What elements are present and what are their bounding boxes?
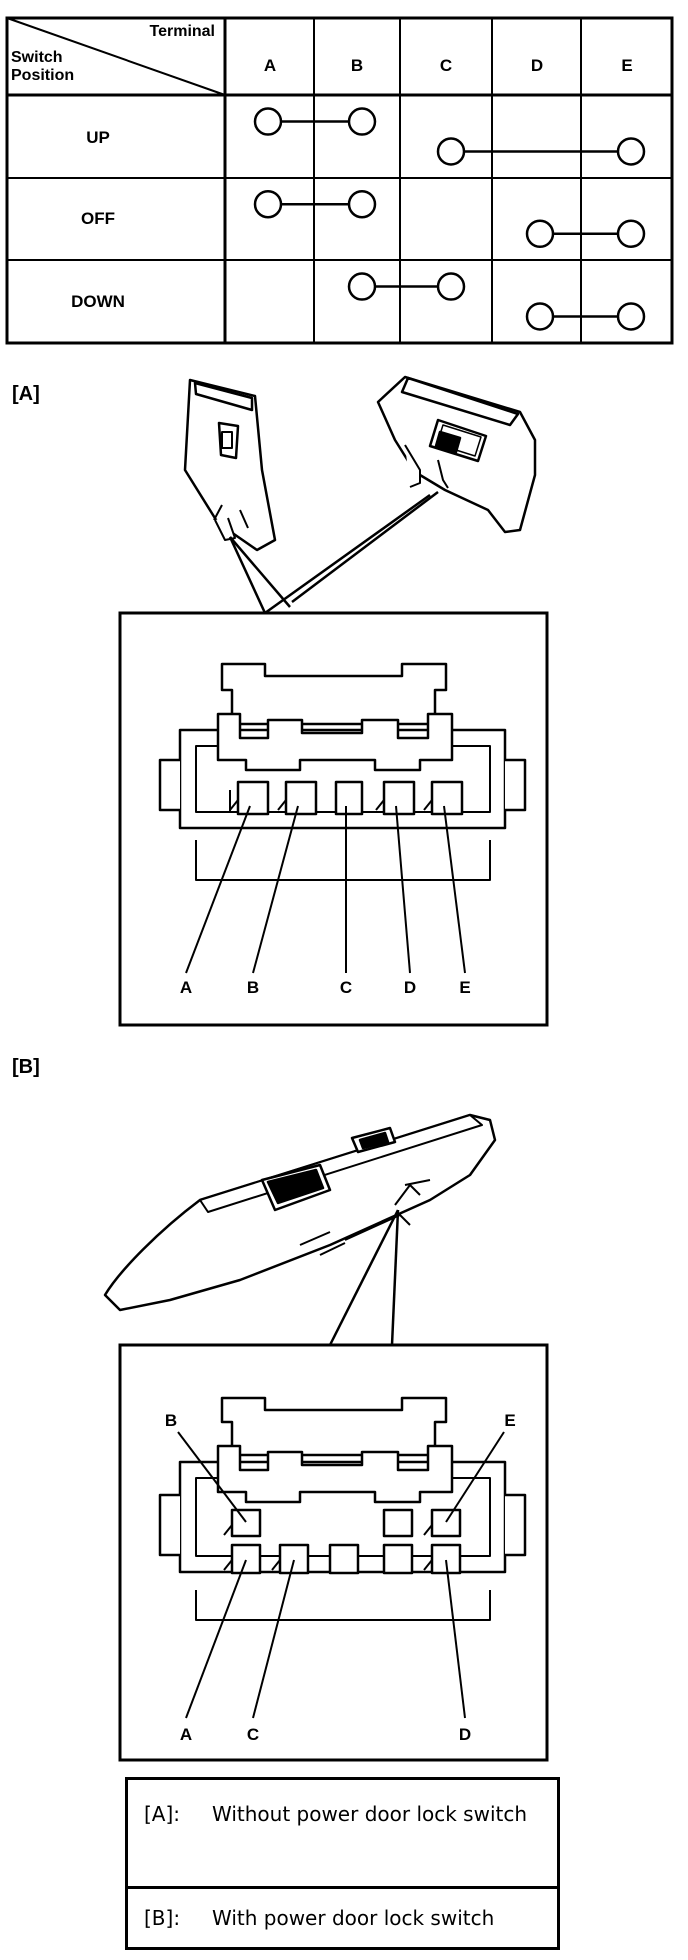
legend-row-b: [B]: With power door lock switch: [128, 1886, 557, 1950]
column-header-d: D: [531, 56, 543, 75]
legend-code-a: [A]:: [144, 1802, 181, 1826]
view-a-pin-d: D: [404, 978, 416, 997]
column-headers: A B C D E: [264, 56, 633, 75]
view-a-switches: [183, 375, 537, 552]
column-header-b: B: [351, 56, 363, 75]
header-position: Position: [11, 67, 74, 84]
continuity-terminal-off-a: [253, 189, 283, 219]
view-a-pin-labels: A B C D E: [180, 978, 471, 997]
continuity-terminal-down-d: [525, 302, 555, 331]
view-a-pin-a: A: [180, 978, 192, 997]
continuity-terminal-up-c: [436, 137, 466, 166]
view-b-pin-a: A: [180, 1725, 192, 1744]
column-header-e: E: [621, 56, 632, 75]
continuity-terminal-down-b: [347, 272, 377, 301]
column-header-c: C: [440, 56, 452, 75]
view-a-tag: [A]: [12, 383, 40, 405]
row-label-off: OFF: [81, 209, 115, 228]
continuity-terminal-down-c: [436, 272, 466, 301]
continuity-terminal-up-e: [616, 137, 646, 166]
view-a-pin-e: E: [459, 978, 470, 997]
continuity-connections: [253, 107, 646, 331]
legend-code-b: [B]:: [144, 1906, 181, 1930]
view-a-pin-b: B: [247, 978, 259, 997]
continuity-table: [5, 16, 674, 345]
row-label-up: UP: [86, 128, 110, 147]
view-b-connector: [158, 1396, 527, 1621]
continuity-terminal-off-b: [347, 189, 377, 219]
view-a-leaders: [228, 491, 439, 615]
view-b-tag: [B]: [12, 1056, 40, 1078]
view-b-pin-e: E: [504, 1411, 515, 1430]
view-b-leaders: [328, 1209, 400, 1346]
view-b-pin-d: D: [459, 1725, 471, 1744]
row-label-down: DOWN: [71, 292, 125, 311]
row-labels: UP OFF DOWN: [71, 128, 125, 311]
view-b-pin-c: C: [247, 1725, 259, 1744]
legend-text-a: Without power door lock switch: [212, 1802, 528, 1826]
view-a-pin-c: C: [340, 978, 352, 997]
continuity-terminal-off-d: [525, 219, 555, 249]
continuity-terminal-up-a: [253, 107, 283, 136]
continuity-terminal-up-b: [347, 107, 377, 136]
header-switch: Switch: [11, 49, 63, 66]
legend-row-a: [A]: Without power door lock switch: [128, 1780, 557, 1889]
column-header-a: A: [264, 56, 276, 75]
legend-box: [A]: Without power door lock switch [B]:…: [125, 1777, 560, 1950]
header-terminal: Terminal: [150, 23, 216, 40]
continuity-terminal-down-e: [616, 302, 646, 331]
view-b-switch: [103, 1113, 497, 1312]
view-b-pin-b: B: [165, 1411, 177, 1430]
view-b-pin-leaders: [177, 1431, 505, 1719]
view-b-pin-labels: B E A C D: [165, 1411, 516, 1744]
view-a-connector: [158, 662, 527, 881]
view-a-pin-leaders: [185, 805, 466, 974]
legend-text-b: With power door lock switch: [212, 1906, 495, 1930]
continuity-terminal-off-e: [616, 219, 646, 249]
header-diagonal: [6, 17, 226, 96]
